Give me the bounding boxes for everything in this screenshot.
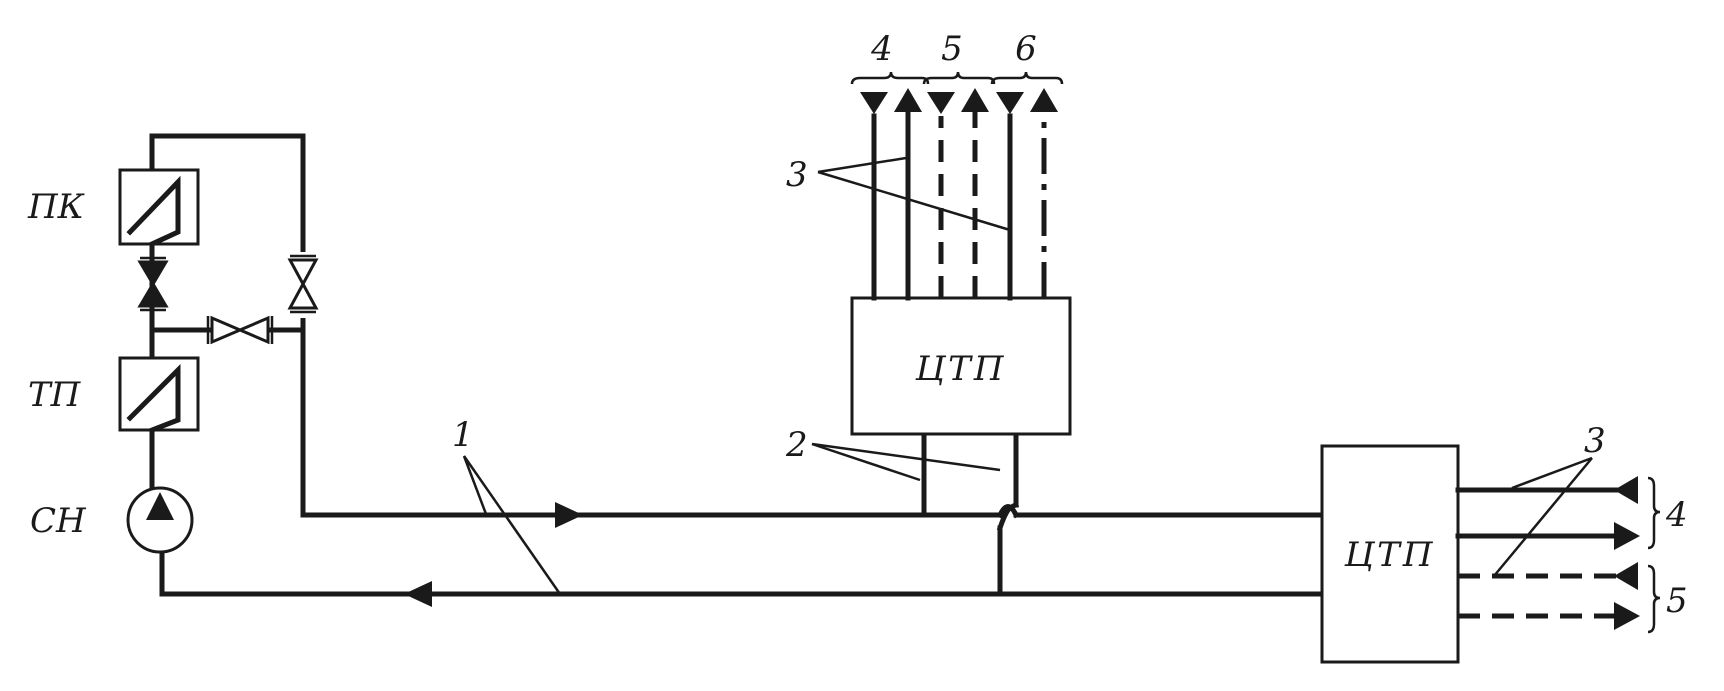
net5-return-arrow-icon xyxy=(961,88,989,112)
peak-boiler-coil xyxy=(126,175,181,248)
right-net4-supply-arrow-icon xyxy=(1614,476,1638,504)
group-top-4-label: 4 xyxy=(870,29,893,69)
heat-exchanger-label: ТП xyxy=(28,375,82,415)
substation-upper[interactable] xyxy=(850,296,1072,436)
branch-return-joint xyxy=(996,501,1020,532)
supply-flow-arrow-icon xyxy=(555,502,583,528)
group-right-4-label: 4 xyxy=(1665,495,1688,535)
net4-return-arrow-icon xyxy=(894,88,922,112)
right-net5-supply-arrow-icon xyxy=(1614,562,1638,590)
heat-source: ПК ТП СН xyxy=(27,133,319,597)
callout-1-leader-a xyxy=(462,455,488,515)
group-top-5-label: 5 xyxy=(941,29,963,69)
brace-right-5 xyxy=(1647,564,1661,634)
group-right-5-label: 5 xyxy=(1666,581,1688,621)
valve-right[interactable] xyxy=(287,252,319,318)
callout-2-leader-b xyxy=(811,442,1001,472)
brace-top-6 xyxy=(990,71,1064,85)
net5-supply-arrow-icon xyxy=(927,92,955,114)
callout-3-top-label: 3 xyxy=(786,155,808,195)
substation-right-label: ЦТП xyxy=(1344,535,1436,575)
right-net5-return-arrow-icon xyxy=(1614,602,1640,630)
heat-exchanger-coil xyxy=(126,363,181,434)
valve-bypass[interactable] xyxy=(206,315,274,345)
callout-3-top-leader-b xyxy=(817,170,1011,232)
brace-top-5 xyxy=(922,71,996,85)
branch-return xyxy=(997,429,1019,597)
valve-left[interactable] xyxy=(137,256,169,312)
supply-main-jump xyxy=(996,504,1020,519)
pump-arrow-icon xyxy=(146,492,174,520)
group-top-6-label: 6 xyxy=(1015,29,1037,69)
return-flow-arrow-icon xyxy=(404,581,432,607)
callout-2-label: 2 xyxy=(785,425,808,465)
substation-right[interactable] xyxy=(1320,444,1460,664)
network-pump-label: СН xyxy=(30,501,87,541)
callout-1-leader-b xyxy=(462,455,562,595)
substation-upper-label: ЦТП xyxy=(915,349,1007,389)
callout-3-right-leader-b xyxy=(1493,457,1593,577)
net6-supply-arrow-icon xyxy=(996,92,1024,114)
net4-supply-arrow-icon xyxy=(860,92,888,114)
callout-3-right-leader-a xyxy=(1511,456,1593,490)
net6-return-arrow-icon xyxy=(1030,88,1058,112)
peak-boiler-label: ПК xyxy=(27,187,86,227)
callout-1-label: 1 xyxy=(452,415,474,455)
callout-2-leader-a xyxy=(811,442,921,482)
supply-main xyxy=(300,327,1327,518)
brace-right-4 xyxy=(1647,476,1661,550)
brace-top-4 xyxy=(850,71,930,85)
right-net4-return-arrow-icon xyxy=(1614,522,1640,550)
callout-3-top-leader-a xyxy=(817,156,907,174)
callout-3-right-label: 3 xyxy=(1584,421,1606,461)
